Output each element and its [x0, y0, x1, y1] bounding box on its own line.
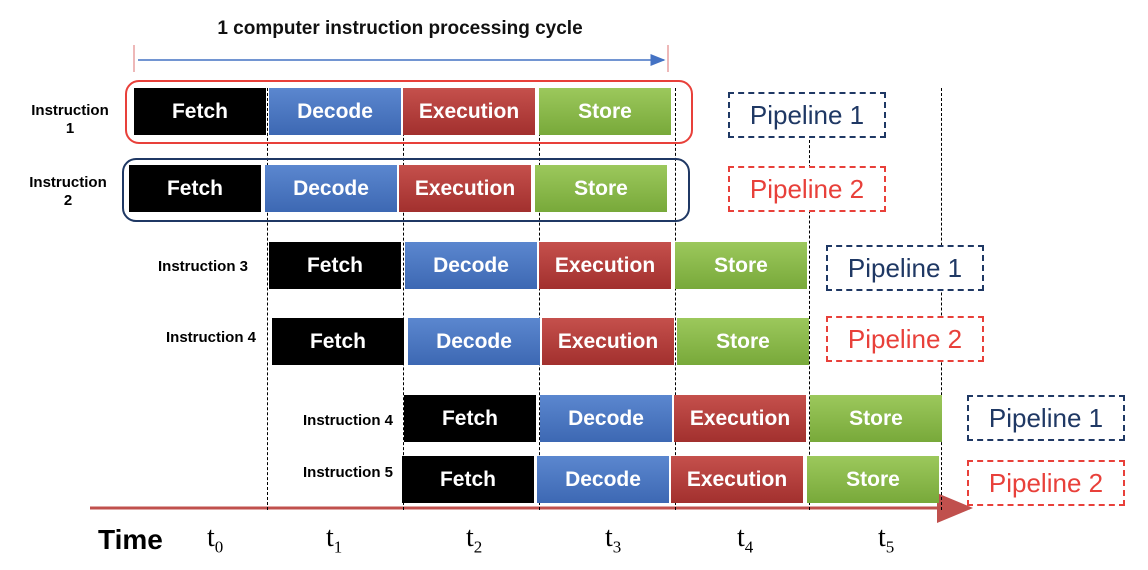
fetch-stage: Fetch — [272, 318, 404, 365]
time-boundary-t3 — [539, 88, 540, 510]
time-boundary-t4 — [675, 88, 676, 510]
instruction-1-group — [125, 80, 693, 144]
decode-stage: Decode — [540, 395, 672, 442]
store-stage: Store — [539, 88, 671, 135]
execution-stage: Execution — [399, 165, 531, 212]
instruction-2-group — [122, 158, 690, 222]
fetch-stage: Fetch — [269, 242, 401, 289]
tick-t0: t0 — [207, 522, 224, 557]
tick-t4: t4 — [737, 522, 754, 557]
store-stage: Store — [807, 456, 939, 503]
pipeline-1-label: Pipeline 1 — [728, 92, 886, 138]
time-boundary-t1 — [267, 88, 268, 510]
pipeline-1-label: Pipeline 1 — [967, 395, 1125, 441]
row-label-4: Instruction 4 — [165, 329, 256, 346]
store-stage: Store — [535, 165, 667, 212]
store-stage: Store — [677, 318, 809, 365]
store-stage: Store — [675, 242, 807, 289]
row-label-6: Instruction 5 — [302, 464, 393, 481]
row-label-5: Instruction 4 — [302, 412, 393, 429]
time-boundary-t5 — [809, 130, 810, 510]
time-boundary-t6 — [941, 88, 942, 510]
time-boundary-t2 — [403, 88, 404, 510]
pipeline-1-label: Pipeline 1 — [826, 245, 984, 291]
decode-stage: Decode — [405, 242, 537, 289]
decode-stage: Decode — [265, 165, 397, 212]
pipeline-2-label: Pipeline 2 — [826, 316, 984, 362]
decode-stage: Decode — [408, 318, 540, 365]
tick-t3: t3 — [605, 522, 622, 557]
execution-stage: Execution — [403, 88, 535, 135]
execution-stage: Execution — [671, 456, 803, 503]
tick-t5: t5 — [878, 522, 895, 557]
decode-stage: Decode — [269, 88, 401, 135]
pipeline-2-label: Pipeline 2 — [967, 460, 1125, 506]
pipeline-2-label: Pipeline 2 — [728, 166, 886, 212]
execution-stage: Execution — [539, 242, 671, 289]
execution-stage: Execution — [542, 318, 674, 365]
fetch-stage: Fetch — [134, 88, 266, 135]
fetch-stage: Fetch — [129, 165, 261, 212]
time-axis-label: Time — [98, 524, 163, 555]
row-label-3: Instruction 3 — [157, 258, 248, 275]
store-stage: Store — [810, 395, 942, 442]
cycle-title: 1 computer instruction processing cycle — [217, 18, 583, 39]
fetch-stage: Fetch — [402, 456, 534, 503]
execution-stage: Execution — [674, 395, 806, 442]
tick-t1: t1 — [326, 522, 343, 557]
tick-t2: t2 — [466, 522, 483, 557]
fetch-stage: Fetch — [404, 395, 536, 442]
decode-stage: Decode — [537, 456, 669, 503]
